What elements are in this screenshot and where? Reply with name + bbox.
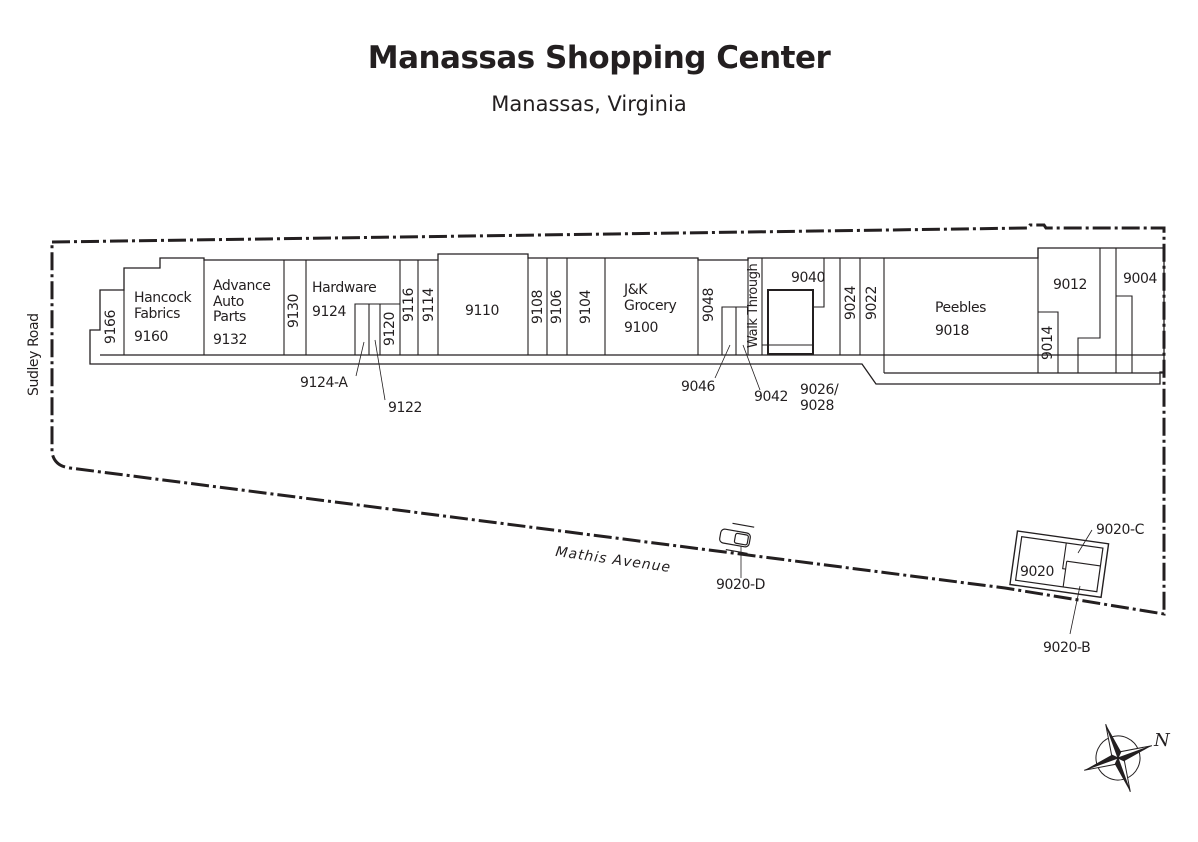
store-9020-c[interactable]: 9020-C (1096, 522, 1145, 538)
store-9124-name[interactable]: Hardware (312, 280, 377, 296)
store-9120[interactable]: 9120 (382, 311, 398, 346)
store-9022[interactable]: 9022 (864, 285, 880, 320)
store-9100-name[interactable]: J&K (624, 282, 648, 298)
store-9166[interactable]: 9166 (103, 309, 119, 344)
store-9160[interactable]: 9160 (134, 329, 169, 345)
store-9042[interactable]: 9042 (754, 389, 789, 405)
store-9160-name[interactable]: Hancock (134, 290, 192, 306)
store-9110[interactable]: 9110 (465, 303, 500, 319)
store-9116[interactable]: 9116 (401, 287, 417, 322)
store-9106[interactable]: 9106 (549, 289, 565, 324)
store-9020-b[interactable]: 9020-B (1043, 640, 1091, 656)
store-9108[interactable]: 9108 (530, 289, 546, 324)
store-9104[interactable]: 9104 (578, 289, 594, 324)
store-9132-name2[interactable]: Auto (213, 294, 244, 310)
store-9160-name2[interactable]: Fabrics (134, 306, 181, 322)
compass-rose-icon (1084, 724, 1152, 792)
road-sudley: Sudley Road (26, 313, 42, 396)
store-9100[interactable]: 9100 (624, 320, 659, 336)
store-9028[interactable]: 9028 (800, 398, 835, 414)
store-9114[interactable]: 9114 (421, 287, 437, 322)
building-9020 (1009, 530, 1110, 599)
store-9004[interactable]: 9004 (1123, 271, 1158, 287)
store-9020[interactable]: 9020 (1020, 564, 1055, 580)
building-footprint (89, 247, 1165, 385)
walk-through: Walk Through (746, 263, 761, 348)
store-9122[interactable]: 9122 (388, 400, 423, 416)
store-9132-name[interactable]: Advance (213, 278, 271, 294)
store-9132-name3[interactable]: Parts (213, 309, 246, 325)
store-9014[interactable]: 9014 (1040, 325, 1056, 360)
store-9048[interactable]: 9048 (701, 287, 717, 322)
store-9040[interactable]: 9040 (791, 270, 826, 286)
store-9132[interactable]: 9132 (213, 332, 248, 348)
kiosk-9020-d (719, 522, 755, 554)
store-9024[interactable]: 9024 (843, 285, 859, 320)
store-9020-d[interactable]: 9020-D (716, 577, 766, 593)
map-title: Manassas Shopping Center (367, 40, 831, 76)
store-9124[interactable]: 9124 (312, 304, 347, 320)
store-9018-name[interactable]: Peebles (935, 300, 987, 316)
property-boundary (50, 223, 1166, 616)
store-9018[interactable]: 9018 (935, 323, 970, 339)
store-9100-name2[interactable]: Grocery (624, 298, 677, 314)
store-9124-a[interactable]: 9124-A (300, 375, 348, 391)
map-subtitle: Manassas, Virginia (491, 92, 687, 116)
compass-north-label: N (1154, 730, 1170, 751)
store-9012[interactable]: 9012 (1053, 277, 1088, 293)
store-9130[interactable]: 9130 (286, 293, 302, 328)
store-9026[interactable]: 9026/ (800, 382, 839, 398)
store-9046[interactable]: 9046 (681, 379, 716, 395)
